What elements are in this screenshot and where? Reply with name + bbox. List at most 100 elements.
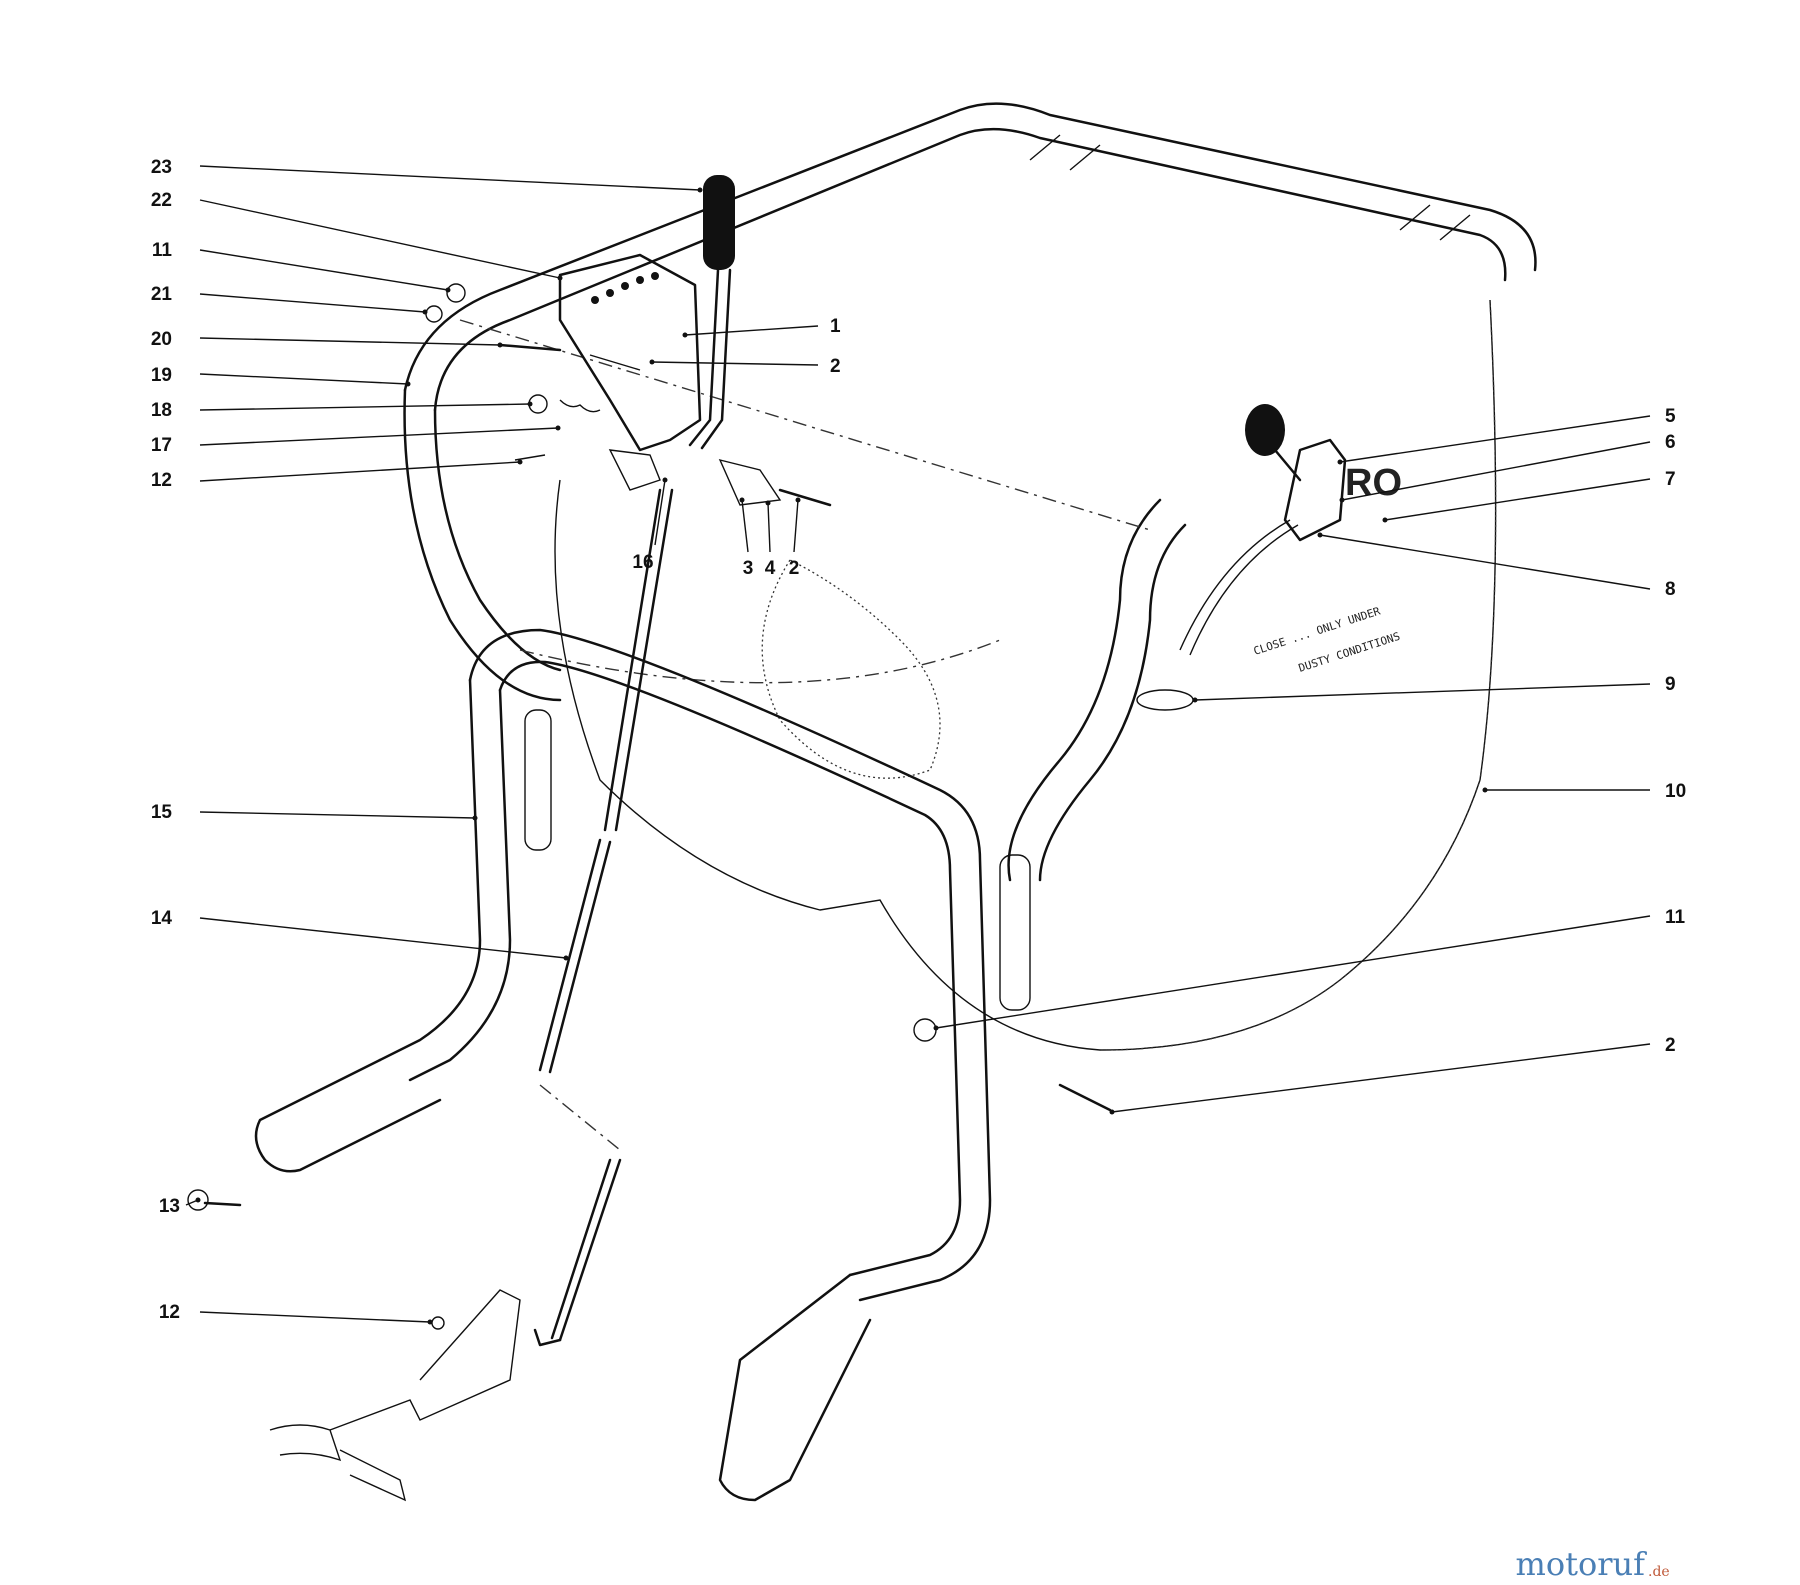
callout-dot <box>739 497 745 503</box>
callout-leader <box>199 249 449 291</box>
callout-dot <box>445 287 451 293</box>
watermark-name: motoruf <box>1516 1545 1648 1583</box>
upper-handle <box>403 102 1537 882</box>
callout-leader <box>1319 534 1651 590</box>
callout-leader <box>199 427 559 446</box>
callout-number: 19 <box>151 365 172 386</box>
nut-icon <box>446 283 466 303</box>
callout-leader <box>199 337 501 346</box>
throttle-knob-icon <box>1245 404 1285 456</box>
callout-dot <box>497 342 503 348</box>
callout-number: 16 <box>632 552 653 573</box>
callout-dot <box>1339 497 1345 503</box>
callout-leader <box>199 403 531 411</box>
pin-icon <box>431 1316 445 1330</box>
control-rod <box>533 488 674 1347</box>
callout-dot <box>697 187 703 193</box>
callout-number: 2 <box>830 356 841 377</box>
callout-dot <box>555 425 561 431</box>
callout-dot <box>1317 532 1323 538</box>
callout-dot <box>765 500 771 506</box>
callout-dot <box>649 359 655 365</box>
callout-number: 2 <box>1665 1035 1676 1056</box>
lower-nut-icon <box>913 1018 937 1042</box>
lower-linkage <box>269 1289 521 1502</box>
callout-leader <box>1341 441 1651 501</box>
callout-dot <box>405 381 411 387</box>
callout-dot <box>557 275 563 281</box>
callout-leader <box>199 165 701 191</box>
callout-number: 3 <box>743 558 754 579</box>
hose-clamp-icon <box>1136 689 1194 711</box>
callout-dot <box>933 1025 939 1031</box>
callout-leader <box>1194 683 1651 701</box>
callout-leader <box>651 361 819 366</box>
lower-bolt-icon <box>1058 1083 1112 1112</box>
callout-dot <box>662 477 668 483</box>
callout-number: 21 <box>151 284 173 305</box>
speed-selector <box>558 175 832 507</box>
lever-grip-icon <box>703 175 735 270</box>
callout-dot <box>195 1197 201 1203</box>
callout-number: 13 <box>159 1196 180 1217</box>
lower-handle <box>254 628 1031 1502</box>
callout-number: 10 <box>1665 781 1686 802</box>
callout-dot <box>1337 459 1343 465</box>
callout-dot <box>422 309 428 315</box>
callout-dot <box>1482 787 1488 793</box>
callout-number: 12 <box>159 1302 180 1323</box>
callout-leader <box>199 1311 431 1323</box>
callout-dot <box>472 815 478 821</box>
callout-number: 11 <box>1665 907 1686 928</box>
callout-number: 5 <box>1665 406 1676 427</box>
cotter-pin-icon <box>514 454 546 461</box>
callout-leader <box>199 293 426 313</box>
callout-leader <box>199 373 409 385</box>
callout-leader <box>935 915 1651 1029</box>
callout-leader <box>199 461 521 482</box>
spring-icon <box>559 399 601 413</box>
callout-leader <box>793 499 799 553</box>
callout-number: 12 <box>151 470 172 491</box>
callout-leader <box>1111 1043 1651 1113</box>
callout-leader <box>767 502 771 553</box>
callout-number: 8 <box>1665 579 1676 600</box>
hardware <box>187 283 1112 1330</box>
callout-number: 11 <box>152 240 173 261</box>
callout-number: 17 <box>151 435 172 456</box>
callout-leader <box>1339 415 1651 463</box>
callout-leader <box>199 811 476 819</box>
callout-number: 14 <box>151 908 173 929</box>
washer-icon <box>425 305 443 323</box>
callout-number: 15 <box>151 802 173 823</box>
callout-dot <box>795 497 801 503</box>
watermark-tld: .de <box>1648 1564 1670 1580</box>
callout-dot <box>563 955 569 961</box>
callout-dot <box>517 459 523 465</box>
callout-dot <box>1192 697 1198 703</box>
callout-number: 6 <box>1665 432 1676 453</box>
callout-number: 23 <box>151 157 172 178</box>
throttle-control: RO CLOSE ... ONLY UNDER DUSTY CONDITIONS <box>1136 404 1402 711</box>
side-bolt-icon <box>187 1189 209 1211</box>
callout-leader <box>684 325 819 336</box>
callout-number: 9 <box>1665 674 1676 695</box>
callout-number: 22 <box>151 190 172 211</box>
callout-dot <box>1109 1109 1115 1115</box>
grass-bag <box>554 299 1497 1051</box>
callout-dot <box>1382 517 1388 523</box>
callout-number: 1 <box>830 316 841 337</box>
callout-dot <box>682 332 688 338</box>
callout-leader <box>654 479 666 546</box>
callout-leader <box>199 917 567 959</box>
bolt-icon <box>498 343 562 352</box>
callout-number: 4 <box>765 558 776 579</box>
callout-number: 2 <box>789 558 800 579</box>
callout-number: 7 <box>1665 469 1676 490</box>
callout-dot <box>527 401 533 407</box>
callout-number: 20 <box>151 329 172 350</box>
callout-leader <box>199 199 561 279</box>
callout-dot <box>427 1319 433 1325</box>
